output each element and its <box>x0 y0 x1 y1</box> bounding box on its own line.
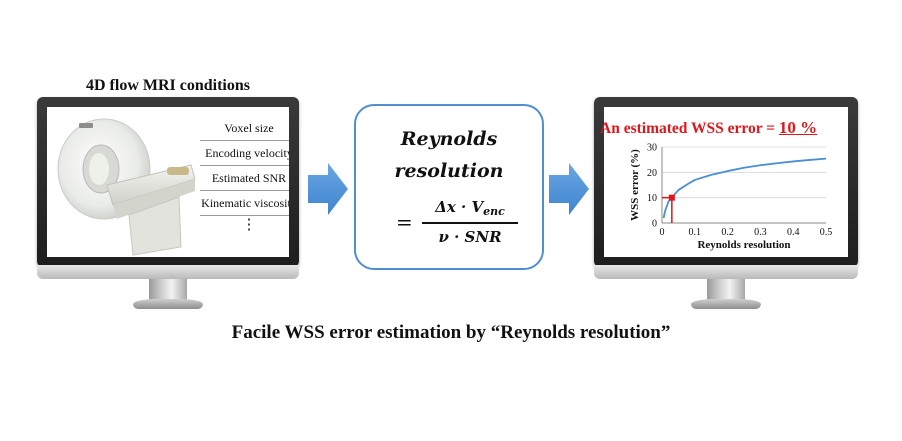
fraction-bar <box>422 222 518 224</box>
more-conditions-ellipsis: ⋮ <box>241 217 257 233</box>
y-axis-label: WSS error (%) <box>629 149 641 221</box>
x-axis-label: Reynolds resolution <box>697 239 790 251</box>
y-tick-label: 20 <box>647 168 657 179</box>
formula-equals: = <box>396 210 413 234</box>
formula-title-line2: resolution <box>394 160 504 182</box>
highlight-point <box>668 194 675 201</box>
conditions-list: Voxel size Encoding velocity Estimated S… <box>200 116 289 234</box>
x-tick-label: 0.5 <box>820 227 833 238</box>
x-tick-label: 0 <box>660 227 665 238</box>
x-tick-label: 0.3 <box>754 227 767 238</box>
x-tick-label: 0.2 <box>721 227 734 238</box>
arrow-right-icon <box>308 163 348 215</box>
condition-encoding-velocity: Encoding velocity <box>200 141 289 166</box>
wss-error-value: 10 % <box>778 118 818 137</box>
x-tick-label: 0.4 <box>787 227 800 238</box>
series-line <box>662 157 827 219</box>
estimated-wss-error-title: An estimated WSS error = 10 % <box>600 118 818 137</box>
y-tick-label: 30 <box>647 143 657 154</box>
left-screen: Voxel size Encoding velocity Estimated S… <box>47 107 289 257</box>
x-tick-label: 0.1 <box>689 227 702 238</box>
formula-title-line1: Reynolds <box>400 128 498 150</box>
mri-scanner-icon <box>57 118 196 256</box>
reynolds-resolution-formula-box: Reynolds resolution = Δx · Venc ν · SNR <box>354 104 544 270</box>
condition-voxel-size: Voxel size <box>200 116 289 141</box>
figure-caption: Facile WSS error estimation by “Reynolds… <box>231 322 671 343</box>
y-tick-label: 0 <box>652 219 657 230</box>
formula-denominator: ν · SNR <box>438 228 502 246</box>
condition-kinematic-viscosity: Kinematic viscosity <box>200 191 289 216</box>
arrow-right-icon <box>549 163 589 215</box>
condition-estimated-snr: Estimated SNR <box>200 166 289 191</box>
conditions-title: 4D flow MRI conditions <box>85 77 250 94</box>
formula-numerator: Δx · Venc <box>435 198 505 218</box>
left-monitor: Voxel size Encoding velocity Estimated S… <box>37 97 299 315</box>
y-tick-label: 10 <box>647 193 657 204</box>
